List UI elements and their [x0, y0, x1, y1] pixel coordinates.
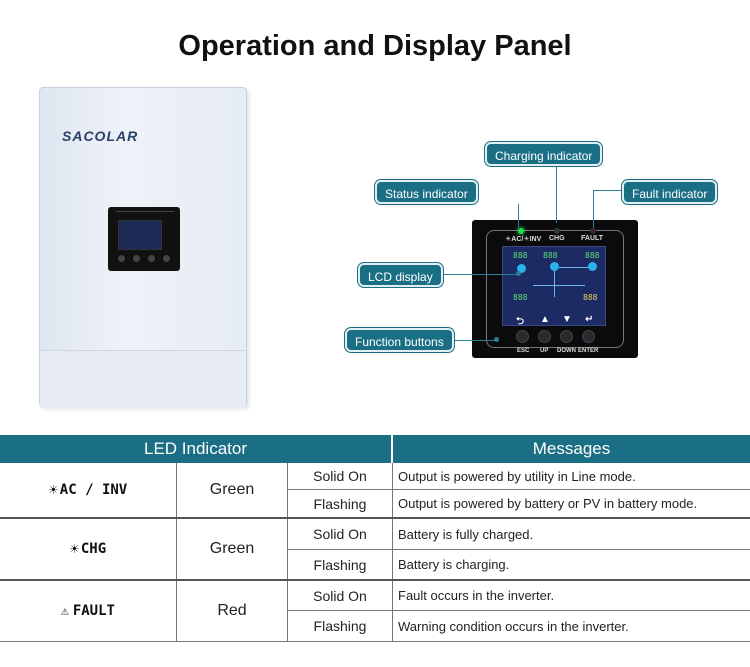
mini-buttons — [118, 255, 170, 263]
inverter-unit: SACOLAR — [39, 87, 247, 408]
fault-indicator-callout: Fault indicator — [622, 180, 718, 204]
lcd-segment: 888 — [543, 251, 558, 260]
down-label: DOWN — [557, 348, 576, 354]
lcd-display: 888 888 888 888 888 — [502, 246, 606, 326]
enter-icon: ↵ — [585, 314, 594, 325]
inverter-icon — [550, 262, 559, 271]
inverter-bottom-band — [40, 350, 246, 408]
led-message: Fault occurs in the inverter. — [398, 588, 555, 603]
led-mode: Solid On — [313, 587, 367, 604]
esc-button[interactable] — [516, 330, 529, 343]
warning-icon: ⚠ — [61, 603, 69, 619]
led-mode: Solid On — [313, 526, 367, 542]
lcd-segment: 888 — [513, 251, 528, 260]
lcd-segment: 888 — [583, 293, 598, 302]
status-indicator-callout: Status indicator — [375, 180, 478, 204]
load-icon — [588, 262, 597, 271]
lcd-segment: 888 — [585, 251, 600, 260]
led-color: Red — [217, 602, 247, 619]
charging-connector — [556, 165, 557, 223]
led-mode: Flashing — [313, 618, 367, 634]
lcd-display-callout: LCD display — [358, 263, 443, 287]
header-messages: Messages — [393, 435, 750, 463]
led-message: Output is powered by utility in Line mod… — [398, 468, 636, 484]
led-mode: Flashing — [313, 495, 367, 512]
charging-led-label: CHG — [549, 235, 565, 242]
led-message: Battery is fully charged. — [398, 526, 534, 542]
lcd-segment: 888 — [513, 293, 528, 302]
up-button[interactable] — [538, 330, 551, 343]
pv-icon — [517, 264, 526, 273]
led-message: Warning condition occurs in the inverter… — [398, 618, 629, 634]
led-color: Green — [209, 481, 255, 498]
charging-led — [554, 228, 560, 234]
led-mode: Solid On — [313, 468, 367, 484]
status-led — [518, 228, 524, 234]
header-led-indicator: LED Indicator — [0, 435, 391, 463]
mini-lcd — [118, 220, 162, 250]
up-label: UP — [540, 348, 549, 354]
fault-connector-h — [593, 190, 623, 191]
esc-icon: ⮌ — [516, 316, 525, 327]
esc-label: ESC — [517, 348, 530, 354]
function-connector — [451, 340, 497, 341]
ac-inv-indicator: ☀ AC / INV — [48, 481, 128, 499]
up-icon: ▲ — [540, 314, 550, 325]
fault-led-label: FAULT — [581, 235, 604, 242]
down-icon: ▼ — [562, 314, 572, 325]
charging-indicator-callout: Charging indicator — [485, 142, 603, 166]
enter-label: ENTER — [578, 348, 599, 354]
fault-connector-v — [593, 190, 594, 228]
status-led-label: ☀AC/☀INV — [505, 236, 542, 243]
led-mode: Flashing — [313, 556, 367, 573]
down-button[interactable] — [560, 330, 573, 343]
fault-led — [590, 228, 596, 234]
fault-indicator: ⚠ FAULT — [61, 603, 115, 619]
led-message: Output is powered by battery or PV in ba… — [398, 496, 698, 511]
sun-icon: ☀ — [69, 540, 79, 558]
mini-display-panel — [108, 207, 180, 271]
display-panel: ☀AC/☀INV CHG FAULT 888 888 888 888 888 ⮌… — [472, 220, 638, 358]
brand-logo: SACOLAR — [62, 128, 139, 144]
page-title: Operation and Display Panel — [178, 30, 572, 62]
function-buttons-callout: Function buttons — [345, 328, 454, 352]
led-message: Battery is charging. — [398, 557, 510, 572]
led-color: Green — [209, 540, 255, 557]
chg-indicator: ☀ CHG — [69, 540, 107, 558]
enter-button[interactable] — [582, 330, 595, 343]
status-connector — [518, 204, 519, 228]
sun-icon: ☀ — [48, 481, 58, 499]
lcd-connector — [441, 274, 519, 275]
